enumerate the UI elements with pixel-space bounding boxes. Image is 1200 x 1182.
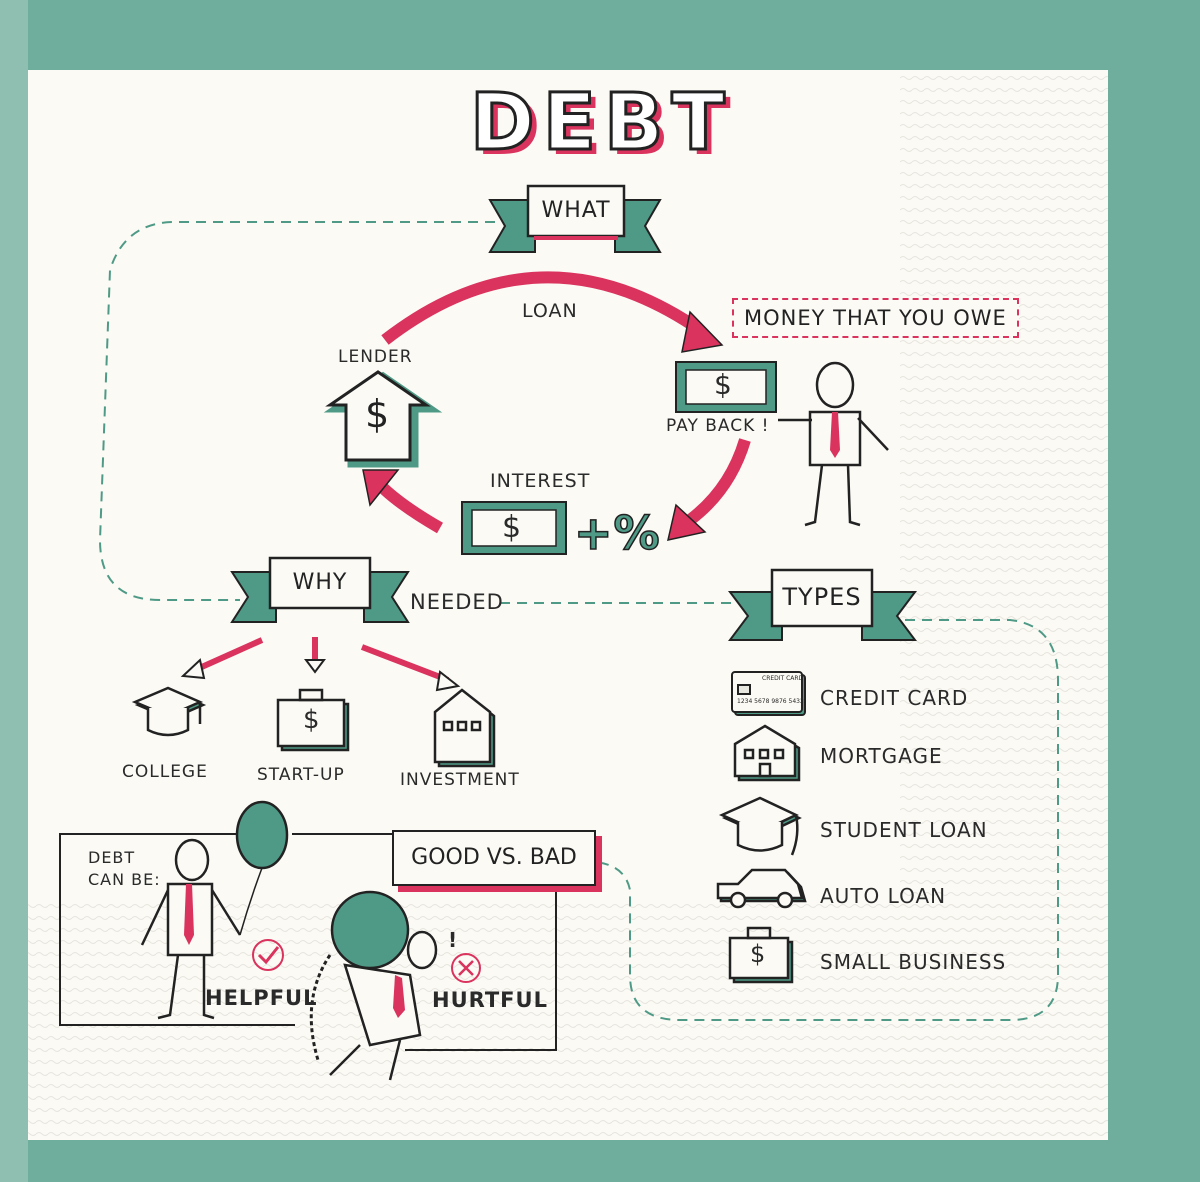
payback-label: PAY BACK ! <box>666 416 770 436</box>
dashed-connectors <box>98 221 1059 1021</box>
debt-can-be-line2: CAN BE: <box>88 870 161 889</box>
borrower-tie <box>830 412 840 458</box>
good-bad-frame-left <box>59 833 295 1026</box>
good-vs-bad-banner: GOOD VS. BAD <box>392 830 596 886</box>
credit-card-icon <box>731 671 806 716</box>
loan-arrow <box>381 271 704 345</box>
startup-briefcase-icon <box>276 688 350 752</box>
interest-bill-icon <box>461 501 567 555</box>
page-title: DEBT <box>469 77 733 170</box>
hurtful-figure-tie <box>393 975 405 1018</box>
types-banner-label: TYPES <box>782 583 862 611</box>
college-cap-icon <box>131 686 207 737</box>
payback-bill-icon <box>675 361 777 413</box>
type-small-business: SMALL BUSINESS <box>820 950 1007 974</box>
helpful-figure-tie <box>184 884 194 945</box>
needed-label: NEEDED <box>410 590 504 614</box>
lender-label: LENDER <box>338 347 413 367</box>
type-student-loan: STUDENT LOAN <box>820 818 988 842</box>
plus-percent-sign: +% <box>573 505 661 561</box>
what-banner-label: WHAT <box>541 198 611 223</box>
payback-dollar-symbol: $ <box>714 368 733 401</box>
type-credit-card: CREDIT CARD <box>820 686 969 710</box>
why-item-investment: INVESTMENT <box>400 770 520 790</box>
checkmark-icon <box>252 939 284 971</box>
types-box <box>594 619 1059 1021</box>
payback-arrow <box>686 438 751 525</box>
loan-arrow-head <box>681 310 724 353</box>
good-bad-frame-right <box>405 890 557 1051</box>
types-banner <box>728 568 917 641</box>
lender-house-icon <box>323 370 443 468</box>
interest-dollar-symbol: $ <box>502 510 523 545</box>
what-why-connector <box>98 221 495 601</box>
payback-arrow-head <box>667 503 707 541</box>
loan-label: LOAN <box>522 300 578 322</box>
small-business-briefcase-icon <box>728 926 794 984</box>
why-arrows <box>180 637 461 692</box>
lender-dollar-symbol: $ <box>365 392 391 436</box>
student-loan-cap-icon <box>718 796 802 856</box>
startup-dollar-symbol: $ <box>303 705 321 735</box>
why-banner-label: WHY <box>292 570 348 595</box>
type-auto-loan: AUTO LOAN <box>820 884 947 908</box>
credit-card-print: CREDIT CARD <box>762 675 804 682</box>
balloon-icon <box>235 800 289 936</box>
helpful-figure <box>140 838 242 1020</box>
mortgage-house-icon <box>733 724 801 782</box>
interest-arrow-head <box>362 469 400 507</box>
why-item-college: COLLEGE <box>122 762 208 782</box>
why-banner <box>230 556 410 623</box>
credit-card-number: 1234 5678 9876 5432 <box>737 698 804 705</box>
auto-loan-car-icon <box>716 868 807 909</box>
type-mortgage: MORTGAGE <box>820 744 943 768</box>
what-banner <box>488 184 662 253</box>
hurtful-label: HURTFUL <box>432 988 548 1012</box>
why-item-startup: START-UP <box>257 765 345 785</box>
investment-house-icon <box>433 688 496 768</box>
helpful-label: HELPFUL <box>205 986 318 1010</box>
exclaim-mark: ! <box>448 928 459 952</box>
small-business-dollar-symbol: $ <box>750 940 767 968</box>
debt-can-be-line1: DEBT <box>88 848 136 867</box>
money-that-you-owe-callout: MONEY THAT YOU OWE <box>732 298 1019 338</box>
x-mark-icon <box>451 953 481 983</box>
interest-label: INTEREST <box>490 470 591 492</box>
book-binding <box>0 0 28 1182</box>
